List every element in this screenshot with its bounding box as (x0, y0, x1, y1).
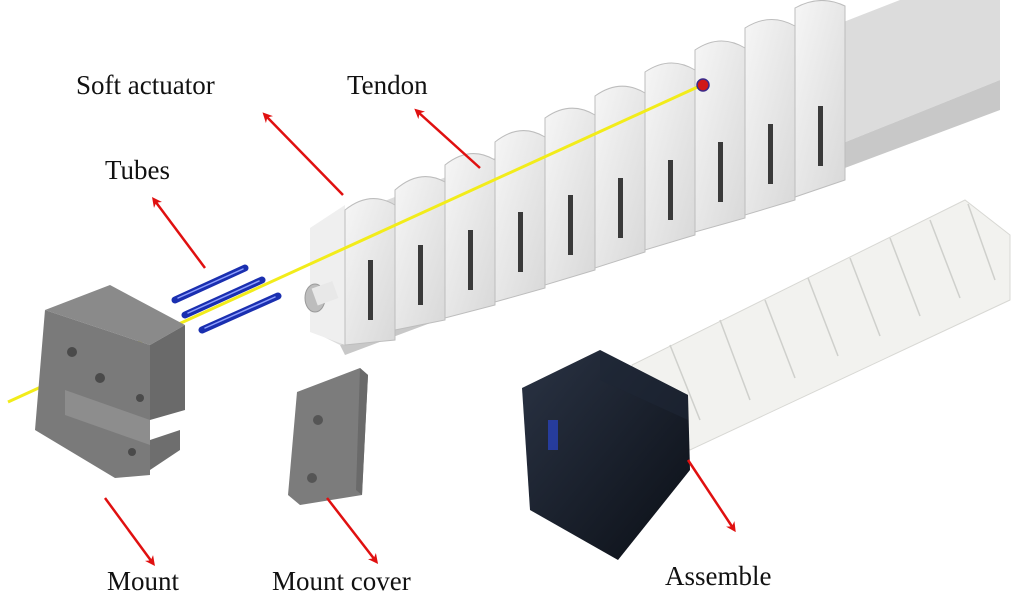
arrow-mount (103, 497, 155, 567)
label-mount: Mount (107, 566, 180, 596)
tendon-anchor-icon (696, 78, 710, 92)
label-tubes: Tubes (105, 155, 171, 185)
arrow-soft-actuator (262, 112, 344, 196)
arrow-mount-cover (326, 497, 379, 564)
actuator-segments (344, 0, 846, 346)
mount-model (35, 285, 185, 478)
label-tendon: Tendon (347, 70, 428, 100)
assembled-actuator-photo (522, 199, 1011, 560)
annotation-arrows (103, 108, 736, 567)
mount-cover-model (288, 368, 368, 505)
label-soft-actuator: Soft actuator (76, 70, 215, 100)
tubes-model (171, 264, 282, 334)
label-mount-cover: Mount cover (272, 566, 411, 596)
label-assemble: Assemble (665, 561, 772, 591)
arrow-tendon (414, 108, 481, 169)
arrow-tubes (152, 196, 207, 269)
arrow-assemble (686, 459, 736, 533)
soft-actuator-model (304, 0, 1000, 355)
